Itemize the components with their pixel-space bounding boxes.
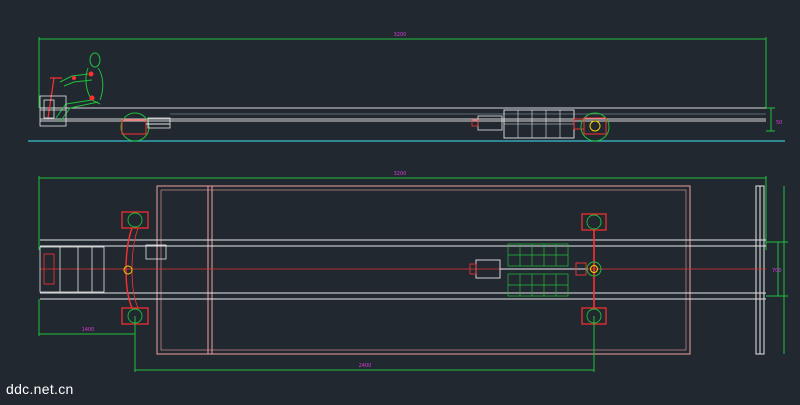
battery-bank: [507, 243, 569, 297]
side-height-dimension: [766, 107, 775, 132]
side-front-wheel: [120, 112, 171, 142]
width-dimension: [766, 186, 788, 354]
watermark: ddc.net.cn: [6, 381, 74, 397]
driver-figure: [55, 52, 104, 123]
top-overall-dimension-text: 3200: [394, 171, 407, 177]
side-height-dimension-text: 50: [776, 120, 782, 126]
frame-outline: [156, 185, 691, 355]
seat-block: [39, 246, 105, 293]
side-rear-wheel: [580, 112, 610, 142]
top-view: 3200 700: [38, 171, 788, 372]
wheelbase-dimension: [135, 316, 595, 372]
side-overall-dimension: [38, 37, 767, 108]
wheelbase-dimension-text: 2400: [359, 363, 372, 369]
offset-dimension: [38, 299, 136, 372]
offset-dimension-text: 1400: [82, 327, 95, 333]
side-chassis: [40, 107, 766, 122]
chassis-rails: [40, 239, 766, 300]
side-view: 3200 50: [28, 32, 785, 142]
rear-motor: [469, 259, 588, 279]
top-overall-dimension: [38, 176, 767, 250]
steering-column: [47, 77, 62, 119]
driver-joints: [72, 71, 95, 101]
rear-end-plates: [755, 185, 765, 355]
width-dimension-text: 700: [772, 268, 782, 274]
side-overall-dimension-text: 3200: [394, 32, 407, 38]
front-axle: [121, 211, 167, 325]
front-assembly: [39, 95, 67, 127]
